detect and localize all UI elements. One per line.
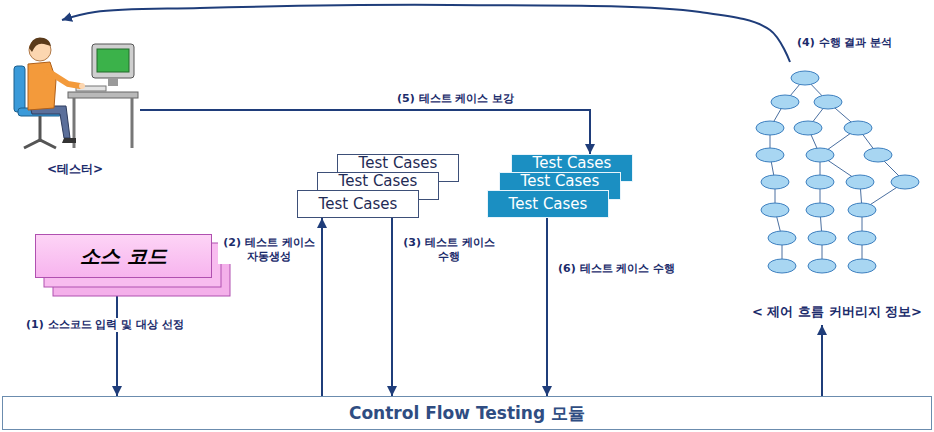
shirt bbox=[28, 62, 56, 110]
graph-node bbox=[808, 231, 836, 245]
figure-caption: <테스터> bbox=[47, 161, 103, 182]
flow-arrow bbox=[140, 110, 590, 154]
hair bbox=[29, 37, 51, 52]
tester-figure: <테스터> bbox=[10, 20, 140, 182]
flow-arrow bbox=[321, 218, 323, 396]
graph-node bbox=[846, 175, 874, 189]
graph-node bbox=[848, 231, 876, 245]
step-label: (6) 테스트 케이스 수행 bbox=[556, 262, 677, 276]
node-label: Control Flow Testing 모듈 bbox=[345, 402, 589, 425]
step-label: (4) 수행 결과 분석 bbox=[795, 36, 894, 50]
module-band: Control Flow Testing 모듈 bbox=[2, 396, 932, 430]
graph-node bbox=[848, 203, 876, 217]
node-label: 소스 코드 bbox=[76, 243, 171, 270]
graph-node bbox=[761, 203, 789, 217]
node-label: Test Cases bbox=[315, 195, 402, 213]
graph-node bbox=[768, 259, 796, 273]
node-label: Test Cases bbox=[517, 173, 604, 189]
arm bbox=[46, 70, 80, 86]
graph-node bbox=[891, 175, 919, 189]
desk-leg bbox=[131, 98, 134, 148]
test-case-card: Test Cases bbox=[297, 190, 419, 218]
step-label: (2) 테스트 케이스 자동생성 bbox=[218, 236, 320, 264]
monitor-screen bbox=[97, 49, 129, 72]
figure-caption: < 제어 흐름 커버리지 정보> bbox=[752, 303, 922, 325]
graph-picture bbox=[742, 62, 932, 325]
graph-node bbox=[791, 71, 819, 85]
monitor bbox=[92, 44, 134, 78]
desk-top bbox=[68, 92, 138, 98]
graph-node bbox=[806, 203, 834, 217]
tester-illustration bbox=[14, 37, 138, 148]
graph-node bbox=[808, 259, 836, 273]
graph-node bbox=[844, 121, 872, 135]
step-label: (5) 테스트 케이스 보강 bbox=[395, 92, 516, 106]
flow-arrow bbox=[546, 218, 548, 396]
graph-node bbox=[771, 95, 799, 109]
graph-node bbox=[814, 95, 842, 109]
step-label: (1) 소스코드 입력 및 대상 선정 bbox=[24, 318, 186, 332]
tester-picture bbox=[10, 20, 140, 182]
flow-arrow bbox=[821, 325, 823, 396]
step-label: (3) 테스트 케이스 수행 bbox=[398, 236, 500, 264]
graph-node bbox=[756, 148, 784, 162]
hand bbox=[79, 83, 85, 89]
chair-back bbox=[14, 66, 25, 112]
node-label: Test Cases bbox=[335, 173, 422, 189]
graph-node bbox=[794, 121, 822, 135]
source-code-box: 소스 코드 bbox=[35, 234, 212, 278]
graph-node bbox=[756, 121, 784, 135]
chair-base bbox=[24, 140, 56, 148]
flow-arrow bbox=[391, 218, 393, 396]
graph-node bbox=[761, 175, 789, 189]
node-label: Test Cases bbox=[529, 155, 616, 171]
node-label: Test Cases bbox=[505, 195, 592, 213]
graph-node bbox=[768, 231, 796, 245]
graph-node bbox=[848, 259, 876, 273]
flow-graph bbox=[756, 71, 919, 273]
monitor-stand bbox=[108, 78, 118, 86]
graph-node bbox=[864, 148, 892, 162]
coverage-graph: < 제어 흐름 커버리지 정보> bbox=[742, 62, 932, 325]
test-case-card: Test Cases bbox=[487, 190, 609, 218]
graph-node bbox=[806, 175, 834, 189]
chair-stem bbox=[39, 116, 42, 142]
flow-arrow bbox=[62, 5, 790, 62]
node-label: Test Cases bbox=[355, 155, 442, 171]
legs bbox=[30, 106, 70, 138]
shoe bbox=[62, 138, 76, 143]
graph-node bbox=[806, 148, 834, 162]
